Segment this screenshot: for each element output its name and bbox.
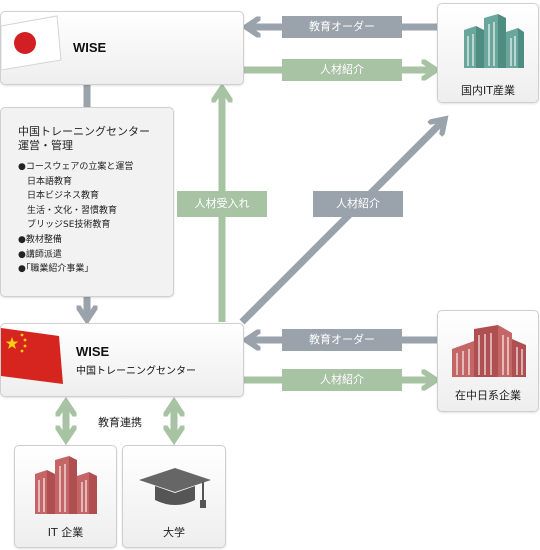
operations-item: 日本ビジネス教育 bbox=[18, 191, 100, 202]
wise-top-title: WISE bbox=[73, 40, 107, 55]
operations-item: ブリッジSE技術教育 bbox=[18, 220, 111, 231]
it-companies-box: IT 企業 bbox=[14, 445, 117, 548]
japanese-firms-china-label: 在中日系企業 bbox=[455, 389, 521, 402]
operations-title-line1: 中国トレーニングセンター bbox=[18, 125, 150, 138]
japanese-firms-china-box: 在中日系企業 bbox=[437, 310, 539, 412]
edu-link-label: 教育連携 bbox=[98, 416, 142, 429]
arrow-diagonal-referral bbox=[239, 122, 442, 325]
operations-item: ●｢職業紹介事業｣ bbox=[18, 264, 89, 275]
top-referral-label: 人材紹介 bbox=[282, 59, 402, 81]
wise-china-box: WISE 中国トレーニングセンター bbox=[0, 323, 244, 397]
operations-item: 日本語教育 bbox=[18, 176, 73, 187]
top-order-label: 教育オーダー bbox=[282, 16, 402, 38]
operations-list: ●コースウェアの立案と運営 日本語教育 日本ビジネス教育 生活・文化・習慣教育 … bbox=[18, 160, 133, 277]
operations-item: ●講師派遣 bbox=[18, 249, 62, 260]
bottom-referral-label: 人材紹介 bbox=[282, 369, 402, 391]
operations-item: 生活・文化・習慣教育 bbox=[18, 205, 118, 216]
office-building-icon bbox=[464, 14, 524, 68]
university-label: 大学 bbox=[163, 526, 185, 539]
wise-china-title: WISE bbox=[76, 344, 110, 359]
office-building-icon bbox=[35, 456, 97, 514]
operations-title-line2: 運営・管理 bbox=[18, 139, 73, 152]
accept-label: 人材受入れ bbox=[177, 191, 267, 217]
university-box: 大学 bbox=[122, 445, 226, 548]
factory-building-icon bbox=[452, 325, 526, 377]
bottom-order-label: 教育オーダー bbox=[282, 329, 402, 351]
operations-title: 中国トレーニングセンター 運営・管理 bbox=[18, 125, 168, 153]
diagonal-referral-label: 人材紹介 bbox=[313, 191, 403, 217]
operations-item: ●コースウェアの立案と運営 bbox=[18, 162, 134, 172]
graduation-cap-icon bbox=[139, 468, 211, 508]
operations-box bbox=[0, 107, 174, 297]
domestic-it-box: 国内IT産業 bbox=[437, 3, 539, 103]
wise-china-subtitle: 中国トレーニングセンター bbox=[76, 366, 196, 377]
china-flag-icon bbox=[1, 328, 63, 384]
wise-top-box: WISE bbox=[0, 11, 244, 85]
japan-flag-icon bbox=[1, 15, 62, 70]
domestic-it-label: 国内IT産業 bbox=[461, 84, 515, 97]
operations-item: ●教材整備 bbox=[18, 234, 62, 245]
it-companies-label: IT 企業 bbox=[47, 526, 84, 539]
